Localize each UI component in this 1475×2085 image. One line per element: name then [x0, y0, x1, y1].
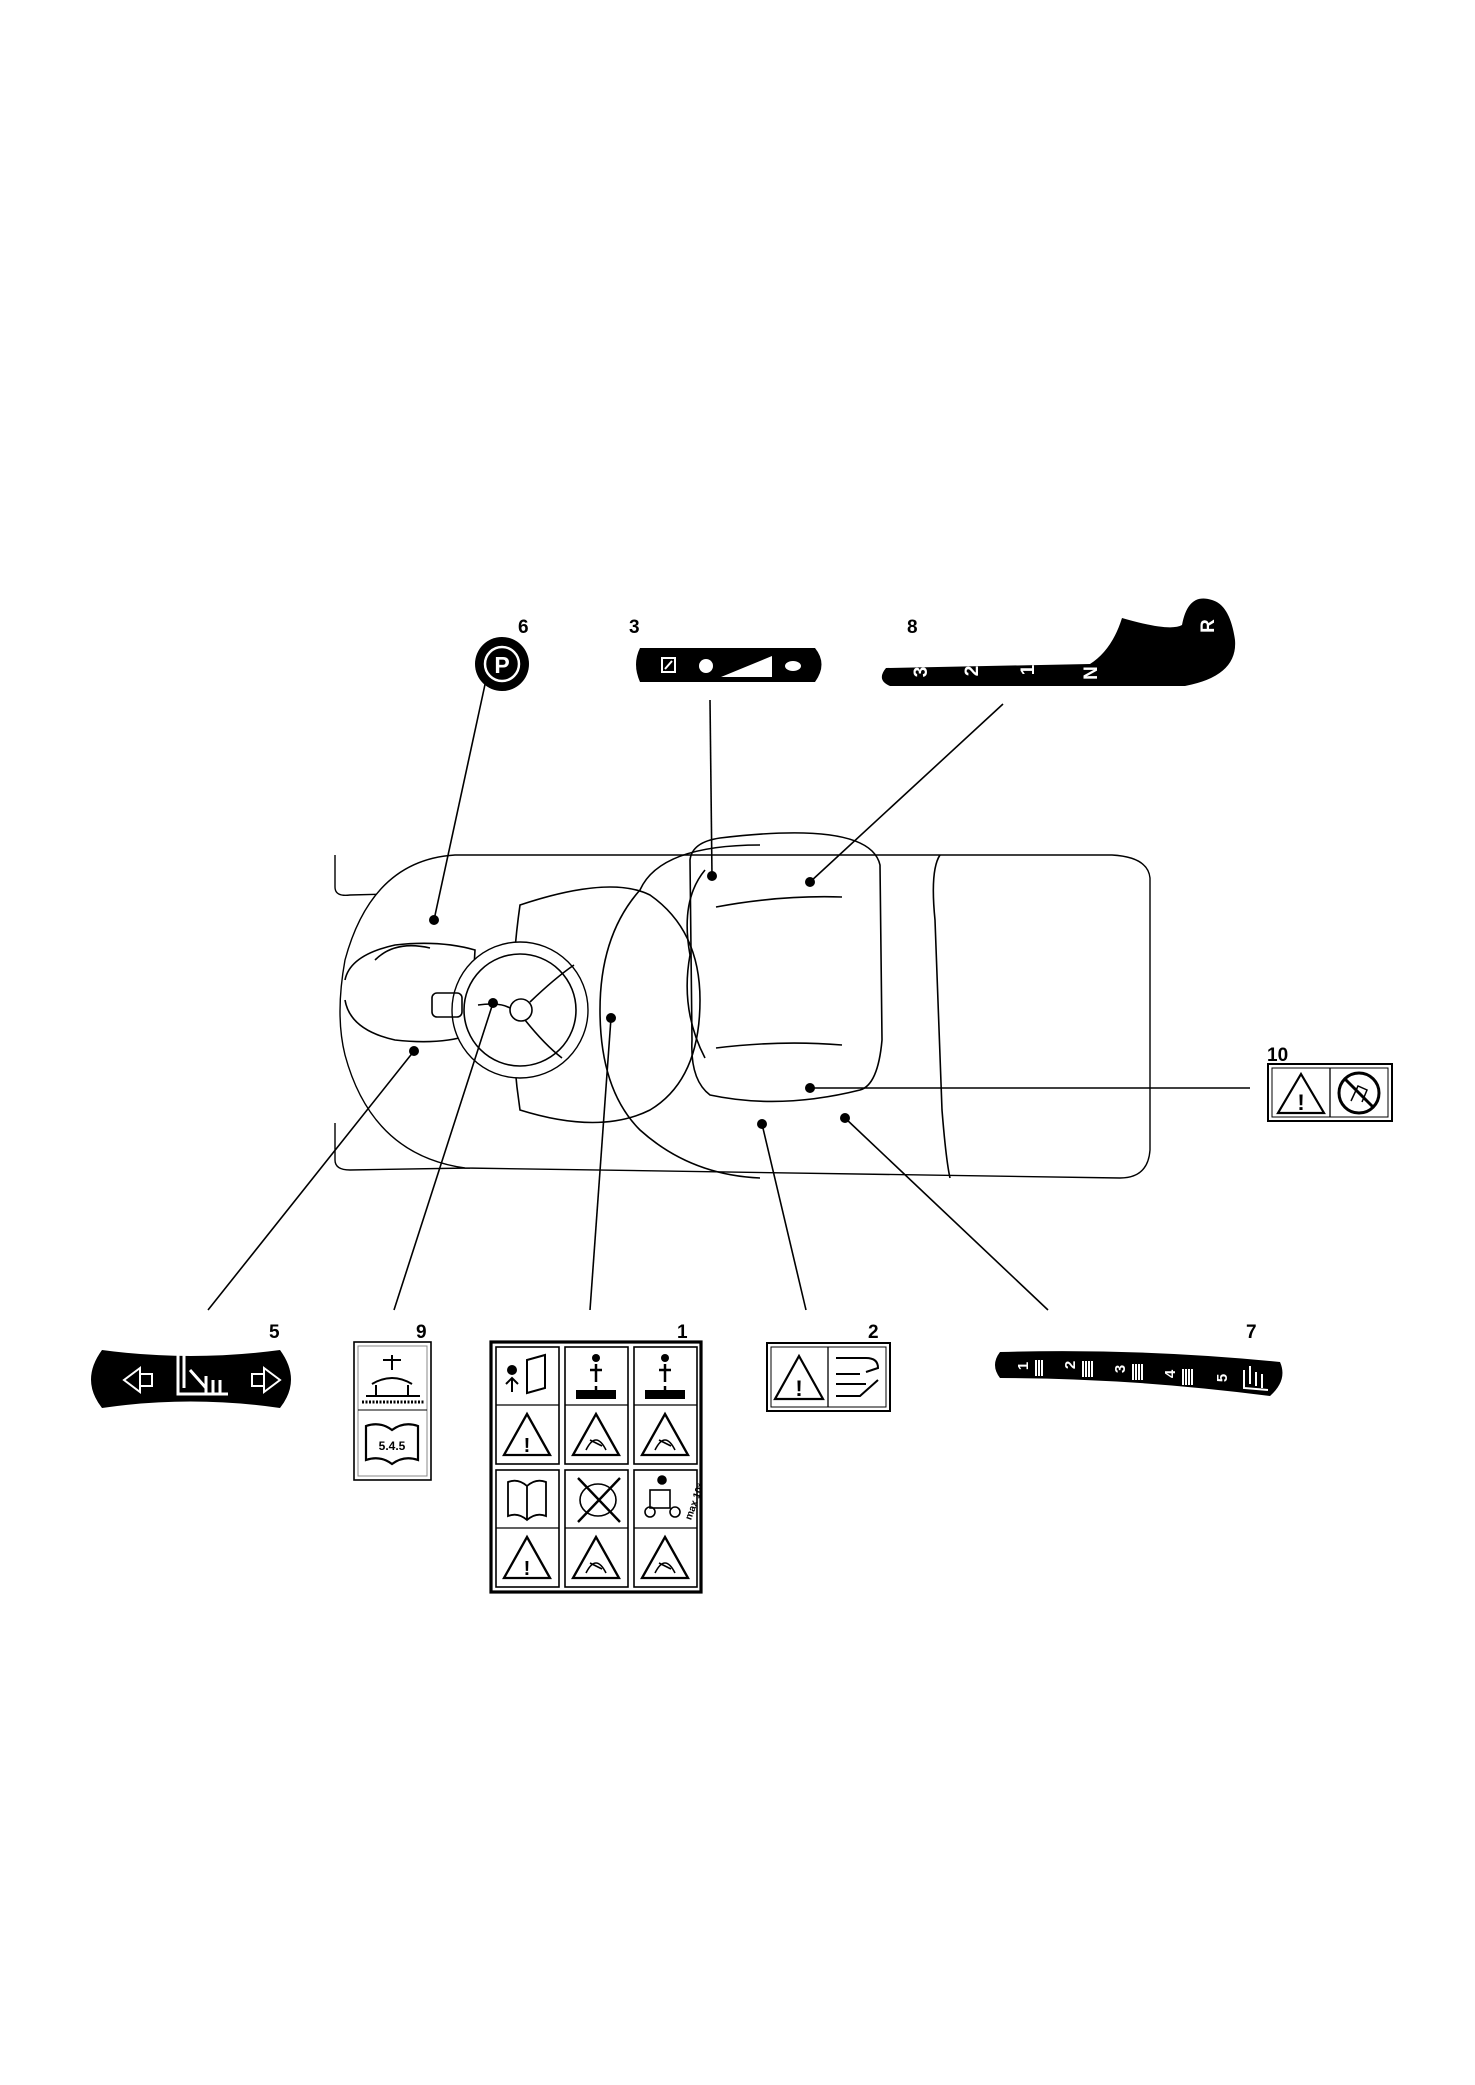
callout-8: 8	[907, 617, 918, 638]
height-3: 3	[1112, 1365, 1129, 1373]
callout-3: 3	[629, 617, 640, 638]
dot-5	[409, 1046, 419, 1056]
gear-N: N	[1081, 666, 1102, 680]
decal-10-warning: !	[1267, 1063, 1393, 1122]
dot-6	[429, 915, 439, 925]
warning-triangle-icon	[773, 1353, 825, 1401]
parking-brake-icon: P	[494, 652, 509, 678]
mower-deck-icon	[1243, 1366, 1269, 1391]
tractor-body	[339, 854, 1151, 1179]
decal-3-throttle	[636, 648, 822, 682]
dot-9	[488, 998, 498, 1008]
gear-3: 3	[911, 667, 932, 678]
height-1: 1	[1015, 1362, 1032, 1370]
gear-R: R	[1198, 619, 1219, 633]
decal-1-safety-grid: ! ! max 10°	[489, 1340, 707, 1594]
svg-text:5.4.5: 5.4.5	[379, 1439, 406, 1453]
decal-5-deck-lever	[91, 1350, 291, 1408]
dot-3	[707, 871, 717, 881]
decal-2-warning: !	[766, 1342, 891, 1412]
gear-1: 1	[1018, 664, 1039, 675]
seat-cushion	[689, 832, 883, 1103]
throttle-rabbit-turtle-icon	[699, 659, 713, 673]
open-book-icon	[364, 1423, 420, 1466]
leader-lines	[207, 665, 1250, 1311]
callout-6: 6	[518, 617, 529, 638]
callout-2: 2	[868, 1322, 879, 1343]
callout-numbers: 6 3 8 10 5 9 1 2 7	[269, 617, 1288, 1343]
warning-triangle-icon	[1276, 1071, 1326, 1115]
decal-6-parking-brake: P	[475, 637, 529, 691]
mower-deck-icon	[176, 1355, 228, 1396]
height-4: 4	[1162, 1369, 1179, 1378]
steering-wheel	[451, 941, 589, 1079]
callout-9: 9	[416, 1322, 427, 1343]
svg-text:!: !	[524, 1435, 531, 1457]
callout-5: 5	[269, 1322, 280, 1343]
height-2: 2	[1062, 1361, 1079, 1369]
tractor-outline	[334, 832, 1151, 1179]
callout-7: 7	[1246, 1322, 1257, 1343]
no-hands-icon	[1337, 1071, 1381, 1115]
decal-8-gear-selector: 3 2 1 N R	[881, 598, 1236, 686]
arrow-left-icon	[122, 1366, 153, 1394]
height-5: 5	[1214, 1374, 1231, 1382]
decal-9-manual-ref: 5.4.5	[353, 1341, 432, 1481]
dot-10	[805, 1083, 815, 1093]
decal-7-height-scale: 1 2 3 4 5	[995, 1351, 1283, 1396]
open-book-icon	[507, 1479, 547, 1522]
dot-8	[805, 877, 815, 887]
svg-text:!: !	[1297, 1090, 1304, 1115]
gear-selector-icon	[881, 598, 1236, 686]
arrow-right-icon	[251, 1366, 282, 1394]
dot-2	[757, 1119, 767, 1129]
svg-text:!: !	[795, 1376, 802, 1401]
dot-1	[606, 1013, 616, 1023]
callout-1: 1	[677, 1322, 688, 1343]
dot-7	[840, 1113, 850, 1123]
gear-2: 2	[962, 666, 983, 677]
svg-text:!: !	[524, 1558, 531, 1580]
callout-10: 10	[1267, 1045, 1288, 1066]
